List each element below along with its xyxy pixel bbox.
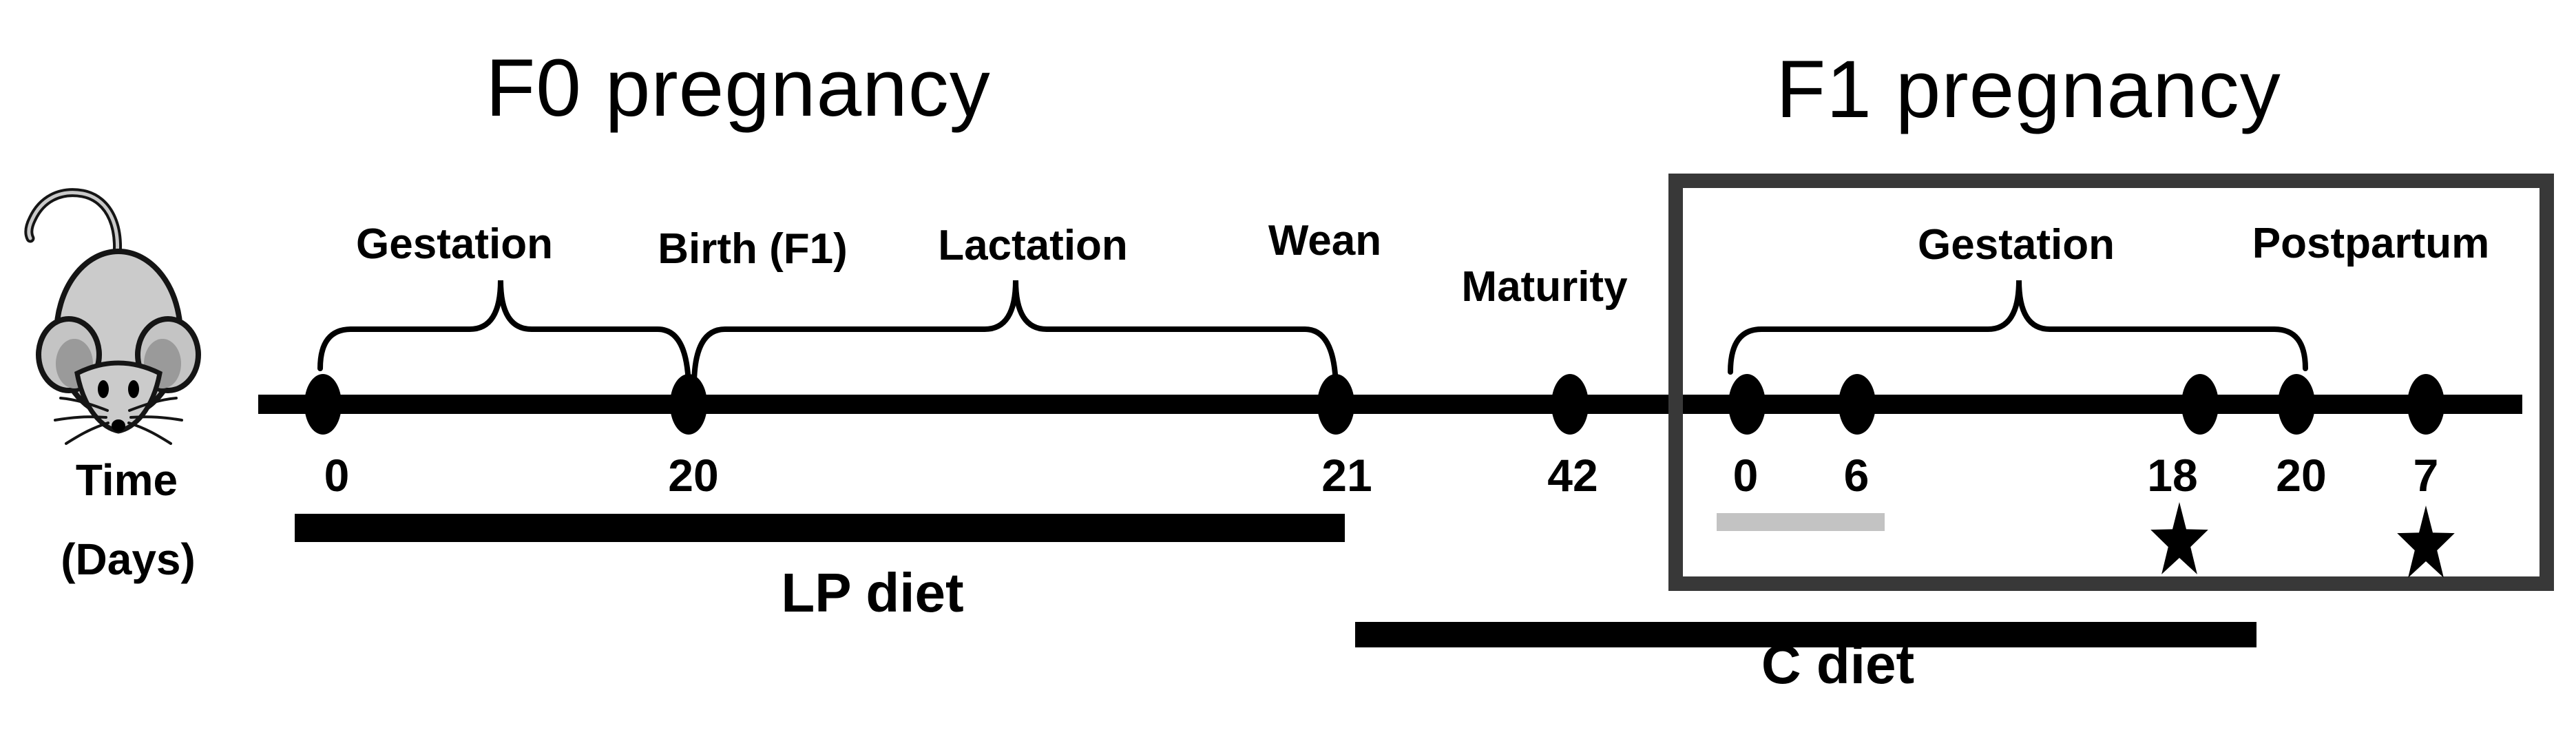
timeline-dot-day-42 [1551, 374, 1589, 435]
phase-label-birth-f1: Birth (F1) [658, 225, 848, 273]
day-number-20: 20 [2276, 450, 2327, 501]
lp-diet-label: LP diet [781, 562, 964, 623]
phase-label-wean: Wean [1268, 217, 1382, 264]
time-axis-label-line2: (Days) [61, 534, 196, 584]
timeline-dot-day-7 [2407, 374, 2444, 435]
day-number-6: 6 [1843, 450, 1870, 501]
phase-label-lactation: Lactation [938, 222, 1128, 269]
day-number-42: 42 [1547, 450, 1598, 501]
brace-lactation [691, 280, 1339, 394]
c-diet-label: C diet [1761, 634, 1915, 695]
brace-gestation-f0 [317, 280, 691, 394]
mouse-icon [24, 188, 201, 445]
c-diet-bar [1355, 622, 2256, 647]
timeline-axis [258, 395, 2522, 414]
timeline-dot-day-20 [670, 374, 707, 435]
day-number-0: 0 [1732, 450, 1759, 501]
gray-span-bar [1717, 513, 1885, 531]
timeline-dot-day-0 [1728, 374, 1766, 435]
f1-pregnancy-title: F1 pregnancy [1776, 44, 2281, 135]
time-axis-label-line1: Time [75, 455, 178, 505]
timeline-dot-day-6 [1839, 374, 1876, 435]
phase-label-gestation-f1: Gestation [1918, 221, 2115, 269]
day-number-18: 18 [2147, 450, 2198, 501]
lp-diet-bar [295, 514, 1345, 542]
timeline-dot-day-18 [2181, 374, 2219, 435]
phase-label-postpartum: Postpartum [2252, 220, 2490, 267]
timeline-dot-day-20 [2278, 374, 2315, 435]
day-number-0: 0 [324, 450, 350, 501]
day-number-20: 20 [668, 450, 719, 501]
f1-pregnancy-box [1668, 174, 2554, 591]
f0-pregnancy-title: F0 pregnancy [485, 43, 991, 134]
timeline-dot-day-21 [1317, 374, 1354, 435]
phase-label-maturity: Maturity [1461, 263, 1628, 311]
phase-label-gestation-f0: Gestation [356, 220, 553, 268]
day-number-7: 7 [2413, 450, 2439, 501]
timeline-dot-day-0 [304, 374, 342, 435]
day-number-21: 21 [1321, 450, 1372, 501]
